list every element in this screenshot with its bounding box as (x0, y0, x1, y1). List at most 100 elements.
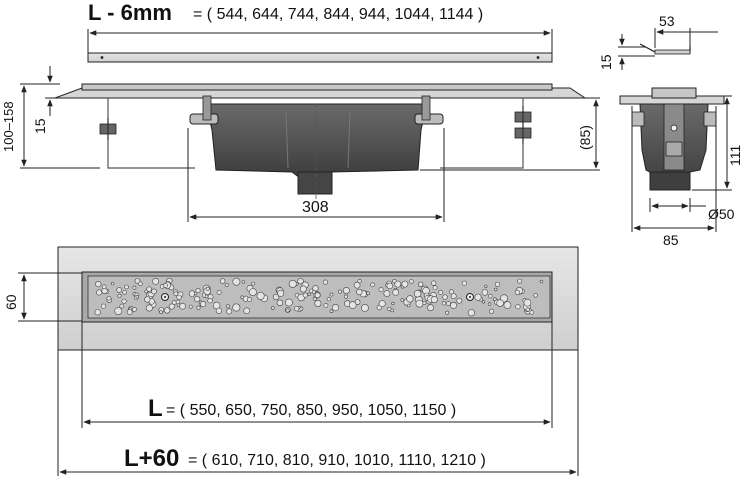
grate-hole (517, 278, 523, 284)
grate-hole (95, 281, 102, 288)
grate-hole (366, 291, 370, 296)
grate-hole (288, 279, 297, 288)
grate-hole (415, 299, 424, 308)
grate-hole (302, 292, 308, 298)
grate-hole (481, 300, 486, 304)
grate-hole (193, 291, 198, 296)
grate-hole (533, 293, 538, 298)
grate-hole (387, 306, 392, 312)
side-view (54, 83, 587, 200)
top-width-label: 53 (659, 13, 675, 29)
grate-hole (96, 289, 103, 296)
grate-hole (430, 296, 438, 304)
grate-hole (413, 290, 422, 298)
grate-hole (529, 310, 534, 315)
grate-hole (240, 295, 244, 300)
grate-hole (494, 281, 501, 288)
drain-outlet (297, 171, 333, 195)
grate-hole (311, 289, 316, 294)
plan-view-dimensions: 60 (3, 272, 82, 322)
grate-hole (106, 295, 112, 301)
grate-hole (342, 286, 350, 294)
grate-hole (307, 292, 311, 296)
grate-hole (323, 302, 329, 308)
grate-hole (152, 277, 159, 285)
grate-hole (272, 293, 280, 301)
grate-hole (378, 300, 386, 308)
grate-hole (200, 301, 207, 308)
grate-hole (492, 297, 497, 302)
cross-section-view (619, 43, 725, 191)
grate-hole (461, 280, 468, 286)
plan-view (57, 246, 579, 351)
l-dim-values: = ( 550, 650, 750, 850, 950, 1050, 1150 … (166, 402, 456, 419)
grate-hole (248, 288, 257, 296)
outlet-diameter-label: Ø50 (708, 206, 735, 222)
grate-hole (484, 284, 488, 288)
grate-holes (94, 277, 544, 317)
grate-hole (188, 304, 193, 309)
grate-hole (176, 294, 182, 300)
width-label: 308 (302, 199, 329, 216)
grate-hole (406, 295, 414, 303)
grate-hole (276, 299, 284, 306)
grate-hole (294, 305, 300, 312)
grate-hole (135, 295, 140, 299)
grate-hole (314, 299, 322, 307)
grate-hole (427, 304, 434, 312)
grate-hole (331, 304, 340, 312)
grate-hole (357, 279, 362, 284)
grate-hole (445, 310, 450, 315)
grate-hole (299, 306, 304, 311)
grate-hole (116, 287, 122, 293)
grate-hole (360, 303, 369, 312)
grate-hole (406, 303, 411, 308)
grate-hole (163, 283, 168, 288)
grate-hole (314, 292, 321, 299)
grate-width-label: 60 (3, 294, 19, 310)
grate-hole (119, 303, 125, 309)
grate-hole (285, 308, 290, 313)
grate-hole (131, 306, 137, 312)
grate-hole (173, 291, 179, 297)
grate-hole (409, 279, 414, 284)
grate-hole (432, 285, 438, 291)
l-dim-label: L (148, 395, 163, 422)
grate-hole (392, 279, 397, 284)
grate-hole (110, 281, 115, 286)
grate-hole (216, 289, 222, 295)
grate-hole (326, 297, 331, 302)
cross-section-dimensions: 53 15 111 Ø50 85 (598, 13, 743, 248)
grate-hole (126, 309, 133, 315)
grate-hole (277, 289, 285, 297)
base-width-label: 85 (663, 232, 679, 248)
l60-dim-values: = ( 610, 710, 810, 910, 1010, 1110, 1210… (188, 452, 486, 469)
grate-hole (256, 291, 265, 300)
grate-hole (175, 299, 181, 305)
grate-hole (446, 301, 451, 306)
grate-hole (179, 302, 186, 310)
grate-hole (297, 278, 304, 285)
grate-hole (195, 288, 201, 294)
grate-hole (100, 303, 107, 309)
drain-body (205, 103, 428, 179)
grate-hole (171, 300, 177, 305)
grate-hole (496, 299, 504, 307)
depth-label: (85) (577, 125, 593, 150)
grate-hole (450, 293, 457, 299)
grate-strip-elevation (87, 52, 553, 63)
grate-hole (219, 278, 226, 284)
grate-hole (386, 282, 393, 290)
grate-hole (247, 297, 252, 302)
grate-hole (168, 303, 175, 310)
grate-hole (515, 304, 521, 310)
grate-hole (514, 289, 521, 296)
grate-hole (329, 292, 334, 297)
grate-hole (144, 296, 151, 303)
grate-hole (467, 309, 476, 317)
grate-hole (503, 301, 512, 309)
grate-hole (370, 282, 375, 288)
grate-hole (348, 301, 357, 309)
grate-hole (456, 297, 463, 304)
